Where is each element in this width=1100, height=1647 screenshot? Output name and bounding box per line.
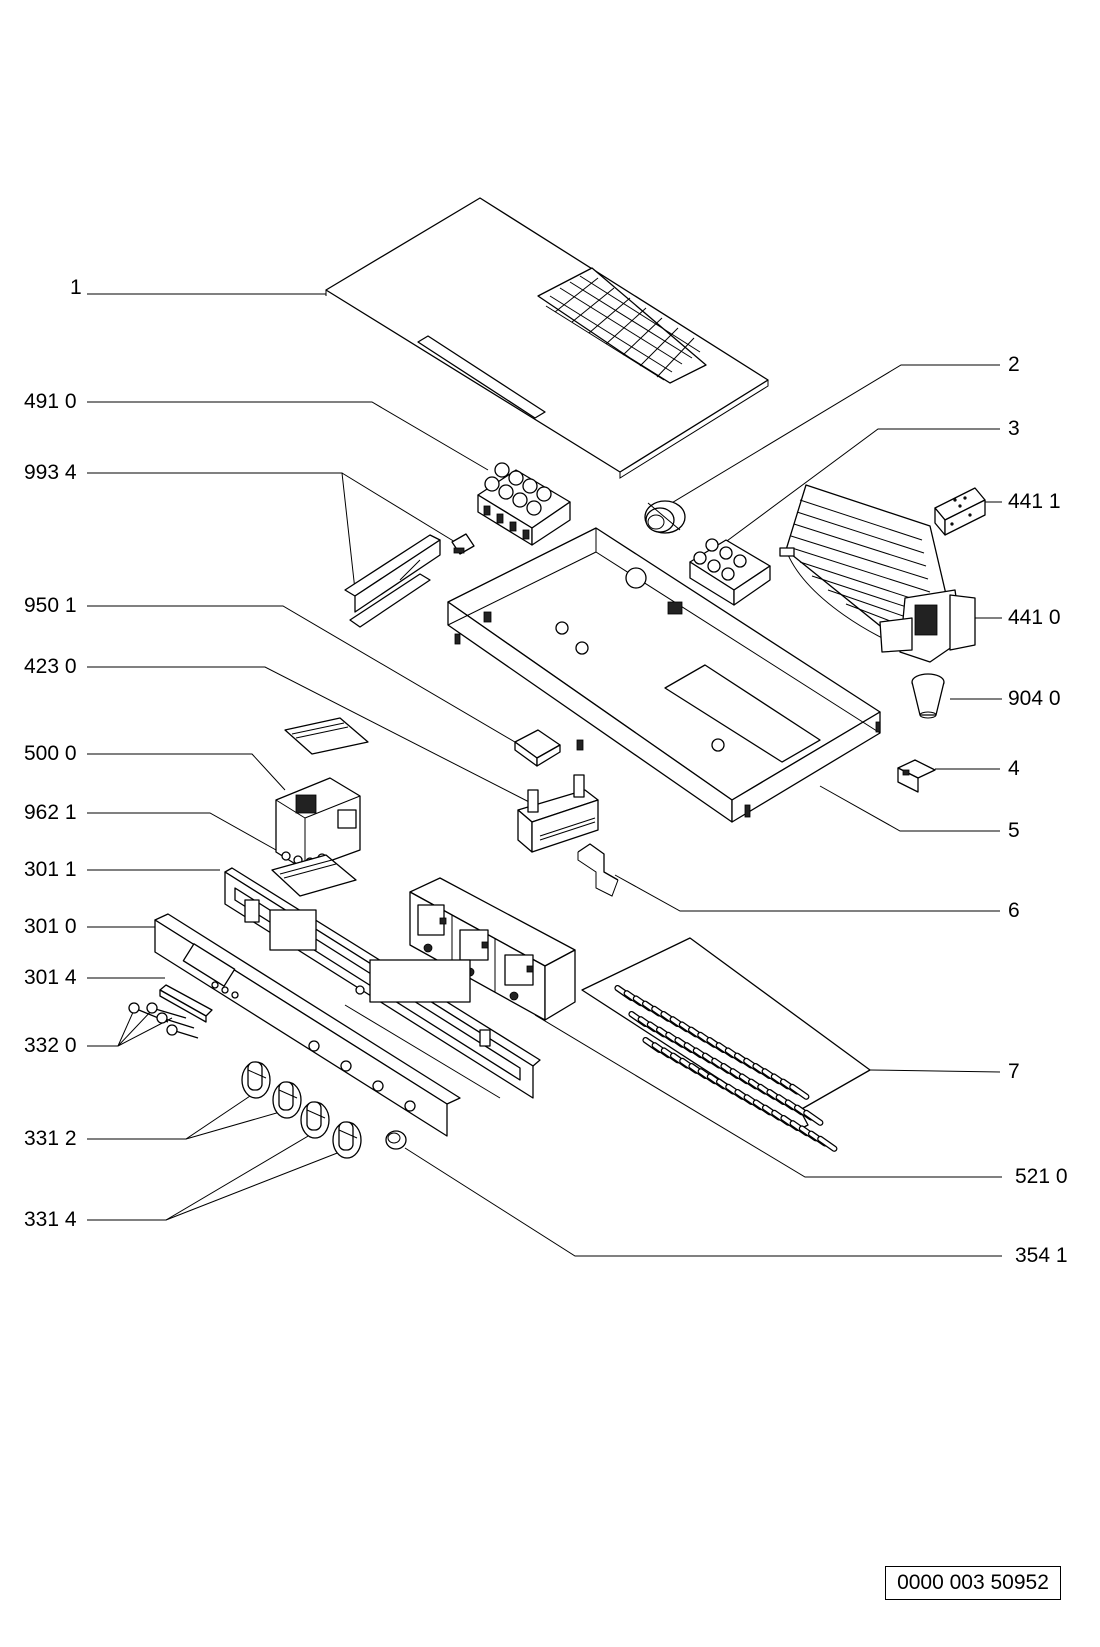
grille-slots	[614, 984, 838, 1152]
document-number: 0000 003 50952	[885, 1566, 1061, 1600]
callout-354-1: 354 1	[1015, 1244, 1068, 1267]
insulation-strip-top	[284, 717, 369, 755]
display-window-part	[159, 984, 213, 1023]
knob-1	[241, 1061, 271, 1099]
callout-7: 7	[1008, 1060, 1020, 1083]
knob-4	[332, 1121, 362, 1159]
callout-331-4: 331 4	[24, 1208, 77, 1231]
callout-500-0: 500 0	[24, 742, 77, 765]
grille-slot	[789, 1083, 810, 1100]
control-knobs-part	[241, 1061, 362, 1159]
front-fascia-part	[154, 913, 461, 1137]
z-bracket-part	[577, 843, 619, 897]
callout-521-0: 521 0	[1015, 1165, 1068, 1188]
screws-part	[128, 1002, 199, 1039]
cable-gland-part	[644, 500, 686, 534]
left-callouts: 1 491 0 993 4 950 1 423 0 500 0 962 1 30…	[24, 276, 82, 1231]
relay-bracket-part	[517, 774, 599, 853]
terminal-block-part	[477, 462, 571, 546]
grille-slot	[803, 1109, 824, 1126]
switch-assembly-part	[409, 877, 576, 1021]
callout-491-0: 491 0	[24, 390, 77, 413]
callout-423-0: 423 0	[24, 655, 77, 678]
insulation-strip-bottom	[271, 854, 357, 897]
callout-962-1: 962 1	[24, 801, 77, 824]
bottom-grille-part	[581, 937, 871, 1152]
rear-panel-frame-part	[224, 867, 541, 1099]
leader-lines	[87, 293, 1002, 1257]
callout-993-4: 993 4	[24, 461, 77, 484]
top-cover-part	[325, 197, 769, 479]
callout-301-1: 301 1	[24, 858, 77, 881]
grille-slot	[817, 1135, 838, 1152]
small-clip-part	[897, 759, 936, 793]
callout-950-1: 950 1	[24, 594, 77, 617]
callout-301-0: 301 0	[24, 915, 77, 938]
callout-331-2: 331 2	[24, 1127, 77, 1150]
rubber-foot-part	[911, 673, 945, 719]
foam-block-part	[934, 487, 986, 536]
callout-332-0: 332 0	[24, 1034, 77, 1057]
callout-4: 4	[1008, 757, 1020, 780]
housing-tray-part	[447, 527, 881, 823]
right-callouts: 2 3 441 1 441 0 904 0 4 5 6 7 521 0 354 …	[1008, 353, 1068, 1267]
callout-6: 6	[1008, 899, 1020, 922]
callout-904-0: 904 0	[1008, 687, 1061, 710]
callout-301-4: 301 4	[24, 966, 77, 989]
top-cover-vent-slots	[537, 267, 707, 384]
tangential-fan-part	[779, 484, 976, 663]
push-button-part	[385, 1130, 407, 1150]
bracket-clip-part	[344, 533, 475, 628]
small-module-part	[514, 729, 561, 767]
callout-5: 5	[1008, 819, 1020, 842]
callout-441-0: 441 0	[1008, 606, 1061, 629]
callout-1: 1	[70, 276, 82, 299]
callout-2: 2	[1008, 353, 1020, 376]
knob-2	[272, 1081, 302, 1119]
small-terminal-block-part	[689, 538, 771, 606]
callout-3: 3	[1008, 417, 1020, 440]
knob-3	[300, 1101, 330, 1139]
callout-441-1: 441 1	[1008, 490, 1061, 513]
control-unit-part	[275, 777, 361, 871]
